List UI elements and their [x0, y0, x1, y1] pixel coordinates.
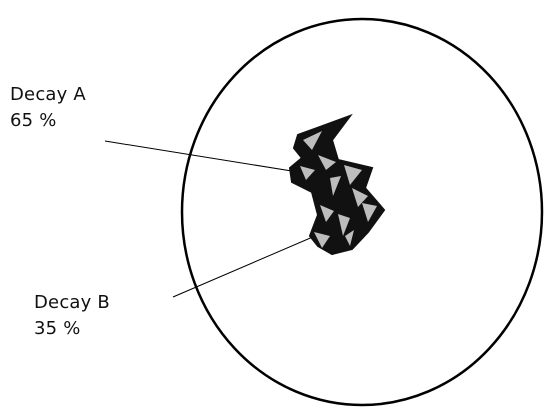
leader-line-decay-a [105, 141, 298, 172]
decay-a-name: Decay A [10, 82, 86, 108]
decay-b-percent: 35 % [34, 316, 110, 342]
decay-a-percent: 65 % [10, 108, 86, 134]
decay-b-name: Decay B [34, 290, 110, 316]
decay-a-label: Decay A 65 % [10, 82, 86, 134]
leader-line-decay-b [173, 233, 322, 297]
decay-b-label: Decay B 35 % [34, 290, 110, 342]
decay-fragment-cluster [290, 116, 384, 254]
